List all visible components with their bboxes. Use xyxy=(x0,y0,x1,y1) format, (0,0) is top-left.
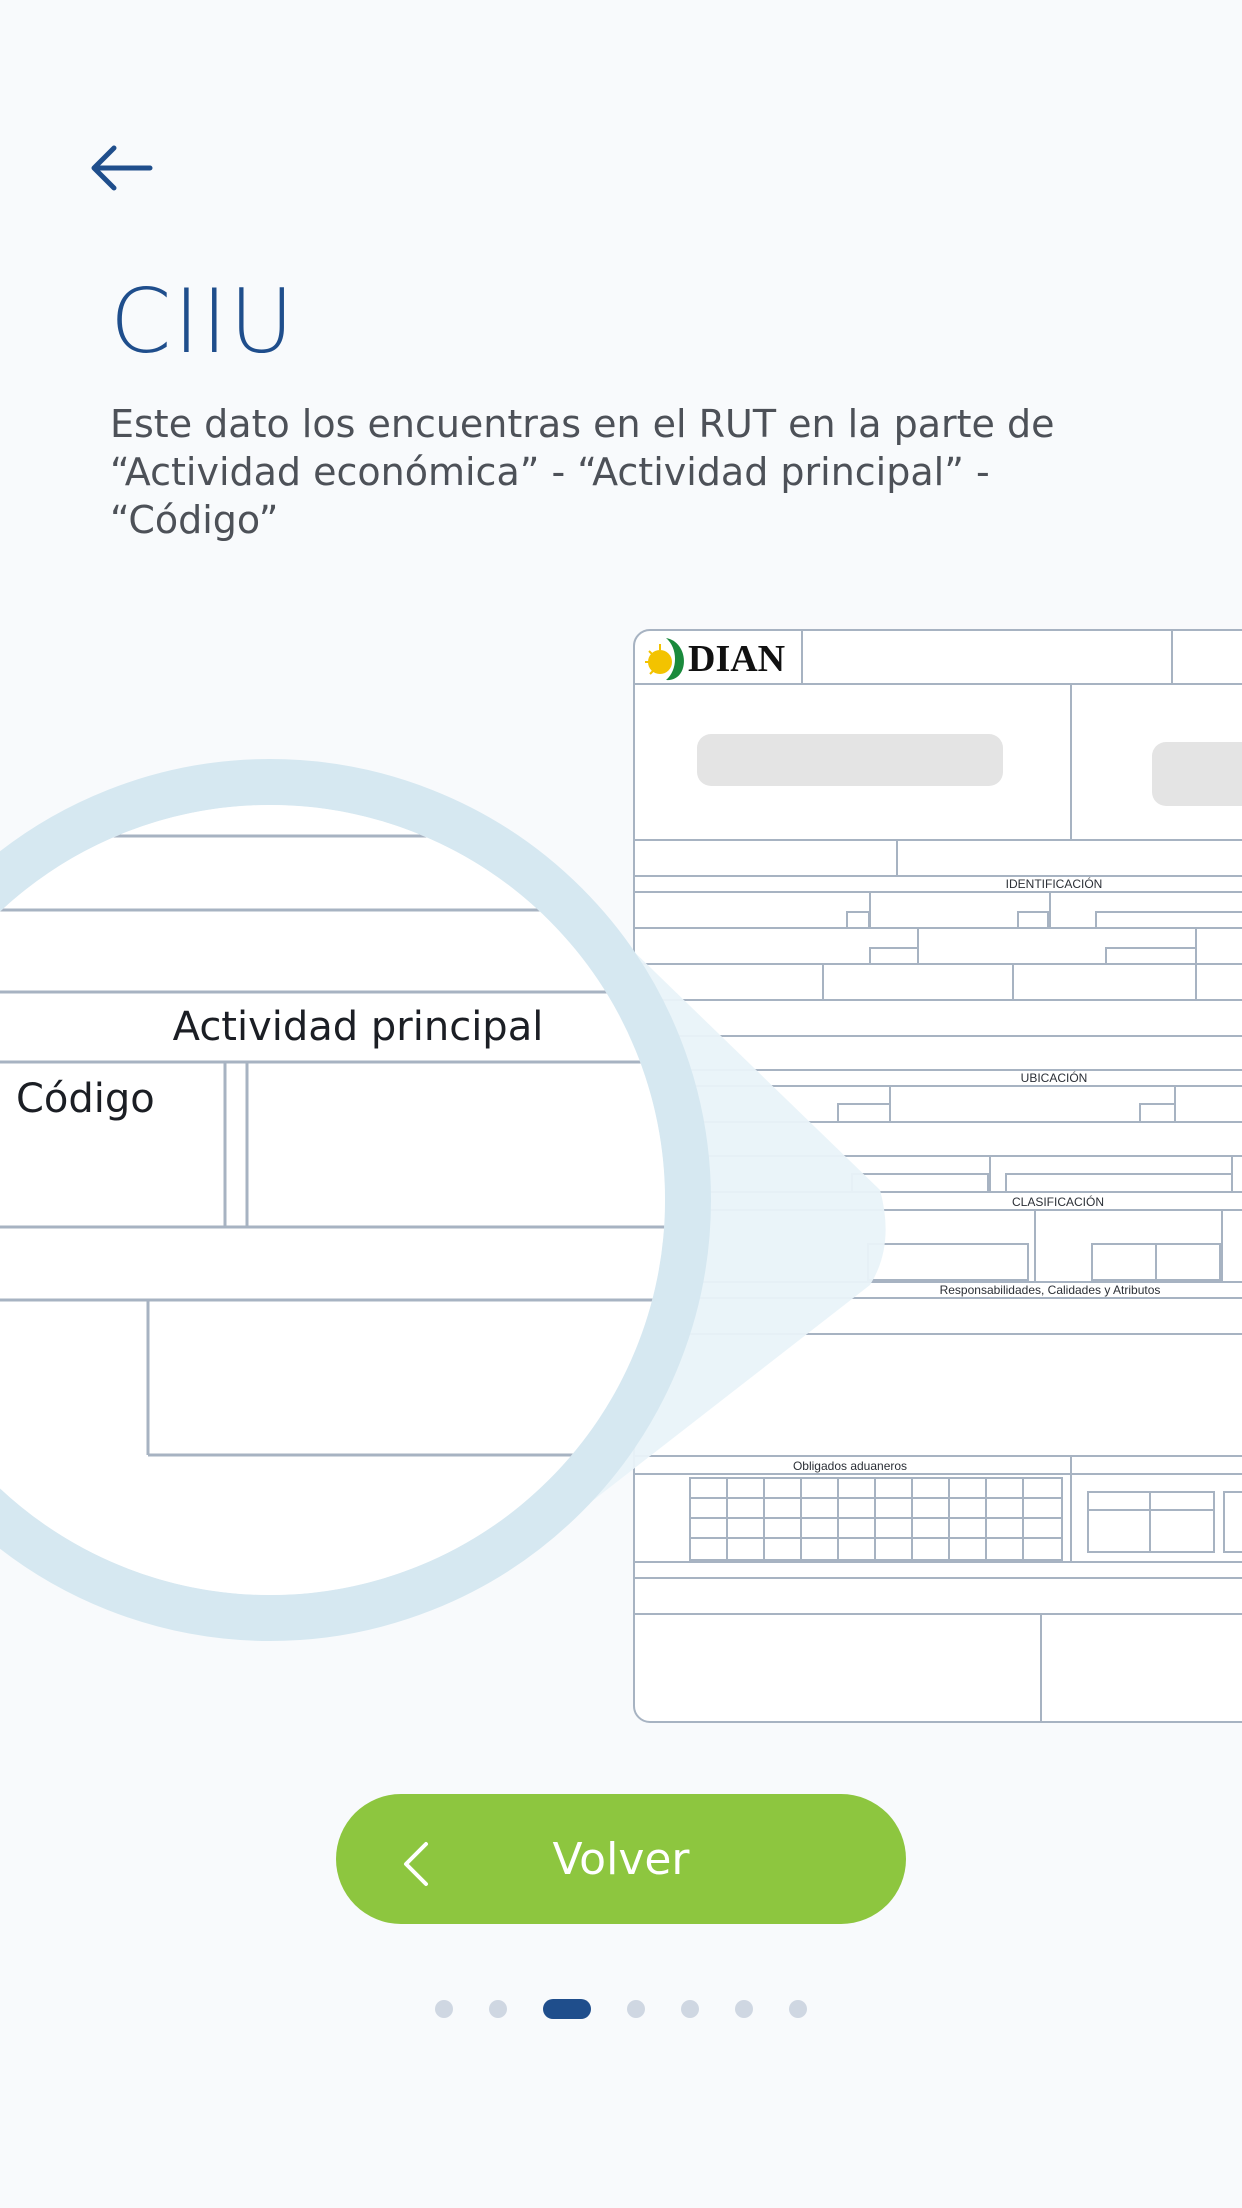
back-button[interactable] xyxy=(84,132,174,204)
pagination-dot-4[interactable] xyxy=(627,2000,645,2018)
pagination-dot-3-active[interactable] xyxy=(543,1999,591,2019)
section-clasificacion: CLASIFICACIÓN xyxy=(1012,1194,1104,1209)
magnifier-ring xyxy=(0,759,711,1641)
volver-button-label: Volver xyxy=(552,1833,690,1885)
rut-form xyxy=(633,629,1242,1723)
magnified-activity-heading: Actividad principal xyxy=(173,1004,544,1050)
section-obligados: Obligados aduaneros xyxy=(793,1459,907,1473)
page-title: CIIU xyxy=(110,270,296,373)
section-responsabilidades: Responsabilidades, Calidades y Atributos xyxy=(940,1283,1161,1297)
pagination-dots xyxy=(0,1998,1242,2022)
dian-logo: DIAN xyxy=(645,638,785,681)
pagination-dot-5[interactable] xyxy=(681,2000,699,2018)
magnifier-lens xyxy=(0,805,665,1595)
chevron-left-icon xyxy=(404,1842,428,1886)
section-ubicacion: UBICACIÓN xyxy=(1021,1070,1088,1085)
page-description: Este dato los encuentras en el RUT en la… xyxy=(110,402,1055,542)
magnified-code-label: Código xyxy=(16,1076,155,1122)
pagination-dot-6[interactable] xyxy=(735,2000,753,2018)
arrow-left-icon xyxy=(91,145,153,191)
volver-button[interactable]: Volver xyxy=(336,1794,906,1924)
pagination-dot-2[interactable] xyxy=(489,2000,507,2018)
dian-logo-text: DIAN xyxy=(688,638,785,680)
pagination-dot-1[interactable] xyxy=(435,2000,453,2018)
pagination-dot-7[interactable] xyxy=(789,2000,807,2018)
rut-form-illustration: DIAN IDENTIFICACIÓN UBICACIÓN CLASIFICAC… xyxy=(0,620,1242,1740)
section-identificacion: IDENTIFICACIÓN xyxy=(1006,876,1103,891)
